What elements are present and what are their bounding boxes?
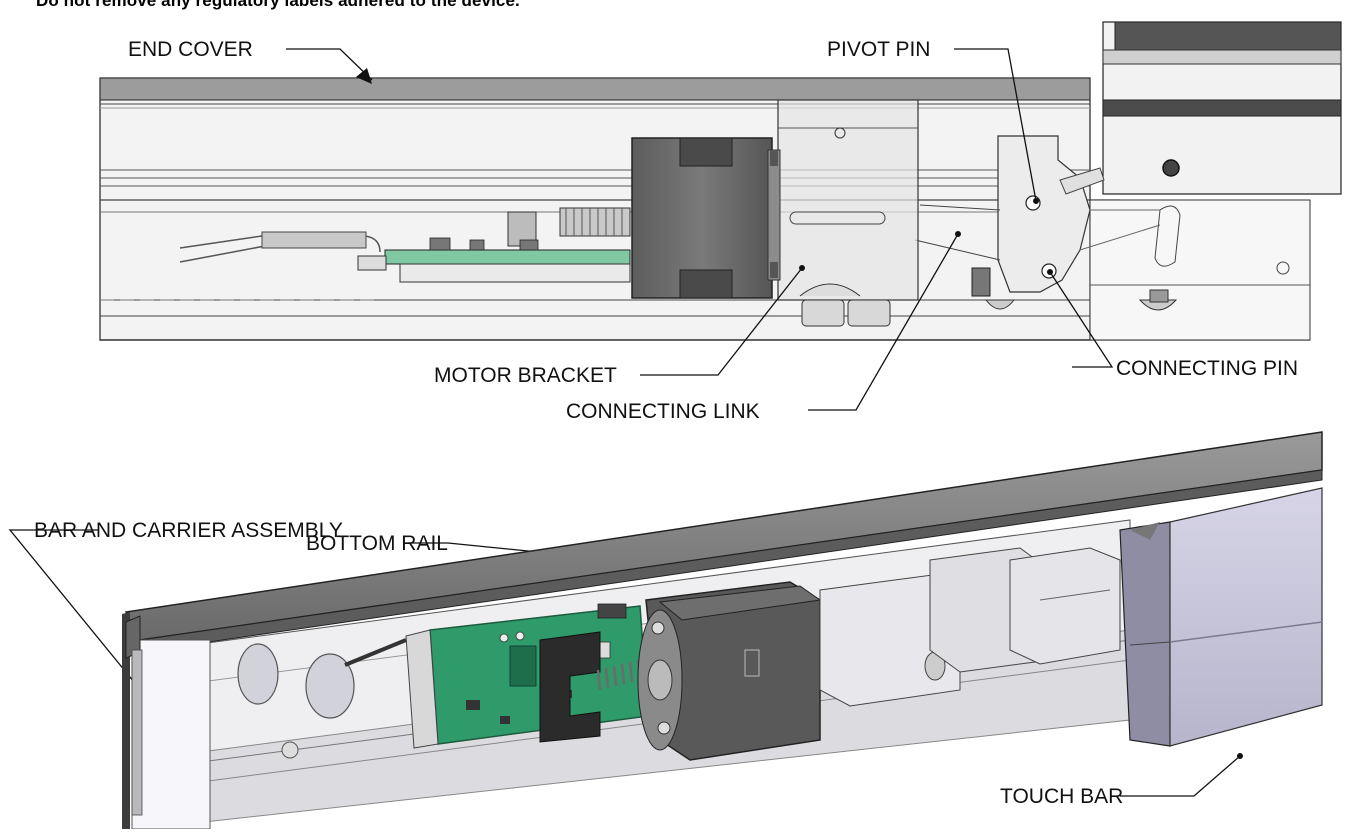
bar-and-carrier-end bbox=[122, 612, 211, 830]
side-touch-bar bbox=[1102, 21, 1342, 195]
end-cover-arrow bbox=[356, 68, 372, 84]
regulatory-note: Do not remove any regulatory labels adhe… bbox=[36, 0, 520, 10]
label-connecting-pin: CONNECTING PIN bbox=[1116, 357, 1298, 380]
spring-iso bbox=[596, 659, 642, 691]
carrier-block-iso bbox=[819, 547, 1121, 707]
label-connecting-link: CONNECTING LINK bbox=[566, 400, 760, 423]
rail-extension bbox=[1089, 199, 1311, 341]
pcb-side bbox=[357, 237, 631, 283]
isometric-view bbox=[122, 431, 1323, 830]
label-pivot-pin: PIVOT PIN bbox=[827, 38, 930, 61]
label-touch-bar: TOUCH BAR bbox=[1000, 785, 1123, 808]
label-motor-bracket: MOTOR BRACKET bbox=[434, 364, 617, 387]
side-view bbox=[99, 21, 1342, 341]
motor-iso bbox=[637, 581, 822, 761]
touch-bar-iso bbox=[1119, 487, 1323, 747]
end-cover-top-band bbox=[99, 77, 1091, 101]
label-end-cover: END COVER bbox=[128, 38, 253, 61]
label-bottom-rail: BOTTOM RAIL bbox=[306, 532, 448, 555]
label-bar-and-carrier-assembly: BAR AND CARRIER ASSEMBLY bbox=[34, 519, 343, 542]
motor-side bbox=[631, 137, 781, 299]
motor-bracket bbox=[777, 99, 919, 327]
